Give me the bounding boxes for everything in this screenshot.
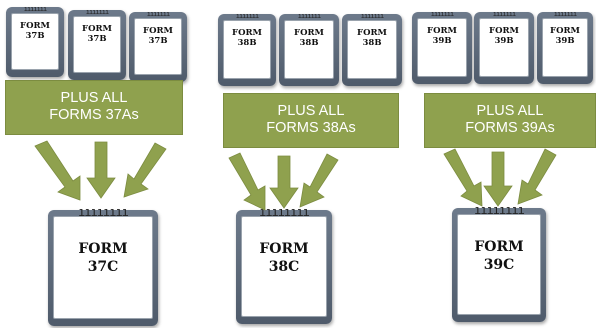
form-label: FORM [550, 26, 580, 36]
banner-line-1: PLUS ALL [476, 103, 544, 119]
form-label: FORM [20, 21, 50, 31]
form-label: FORM [474, 239, 524, 255]
form-number: 38C [268, 259, 300, 275]
form-label: FORM [232, 28, 262, 38]
spiral-binding-icon: ııııııı [492, 10, 517, 18]
form-number: 38B [237, 38, 257, 48]
form-number: 37B [148, 36, 168, 46]
spiral-binding-icon: ııııııı [360, 12, 385, 20]
form-number: 37B [25, 31, 45, 41]
form-label: FORM [78, 241, 128, 257]
spiral-binding-icon: ııııııı [85, 8, 110, 16]
form-number: 39B [432, 36, 452, 46]
form-label: FORM [294, 28, 324, 38]
banner-line-2: FORMS 39As [465, 120, 555, 136]
spiral-binding-icon: ıııııııı [78, 205, 129, 219]
spiral-binding-icon: ııııııı [23, 5, 48, 13]
spiral-binding-icon: ııııııı [235, 12, 260, 20]
banner-line-2: FORMS 37As [49, 107, 139, 123]
form-39c-notepad: ıııııııı FORM 39C [452, 204, 546, 322]
form-label: FORM [259, 241, 309, 257]
form-label: FORM [82, 24, 112, 34]
form-number: 38B [362, 38, 382, 48]
spiral-binding-icon: ııııııı [430, 10, 455, 18]
form-number: 39B [494, 36, 514, 46]
banner-line-1: PLUS ALL [60, 90, 128, 106]
arrow-down-left-icon [123, 142, 167, 198]
arrow-down-icon [86, 141, 116, 199]
spiral-binding-icon: ııııııı [553, 10, 578, 18]
arrow-down-left-icon [299, 153, 339, 208]
form-label: FORM [357, 28, 387, 38]
plus-all-forms-38as-banner: PLUS ALL FORMS 38As [223, 93, 399, 148]
spiral-binding-icon: ıııııııı [474, 203, 525, 217]
plus-all-forms-37as-banner: PLUS ALL FORMS 37As [5, 80, 183, 135]
plus-all-forms-39as-banner: PLUS ALL FORMS 39As [424, 93, 596, 148]
form-number: 37B [87, 34, 107, 44]
form-label: FORM [143, 26, 173, 36]
arrow-down-right-icon [34, 140, 81, 201]
banner-line-1: PLUS ALL [277, 103, 345, 119]
spiral-binding-icon: ııııııı [297, 12, 322, 20]
form-number: 39B [555, 36, 575, 46]
arrow-down-icon [269, 155, 299, 209]
arrow-down-icon [483, 151, 513, 207]
arrow-down-left-icon [517, 148, 557, 205]
arrow-down-right-icon [443, 148, 483, 207]
form-label: FORM [427, 26, 457, 36]
spiral-binding-icon: ıııııııı [259, 205, 310, 219]
form-number: 38B [299, 38, 319, 48]
form-38c-notepad: ıııııııı FORM 38C [236, 206, 332, 324]
form-number: 37C [87, 259, 119, 275]
arrow-down-right-icon [228, 152, 266, 211]
form-37c-notepad: ıııııııı FORM 37C [48, 206, 158, 326]
form-label: FORM [489, 26, 519, 36]
spiral-binding-icon: ııııııı [146, 10, 171, 18]
banner-line-2: FORMS 38As [266, 120, 356, 136]
form-number: 39C [483, 257, 515, 273]
